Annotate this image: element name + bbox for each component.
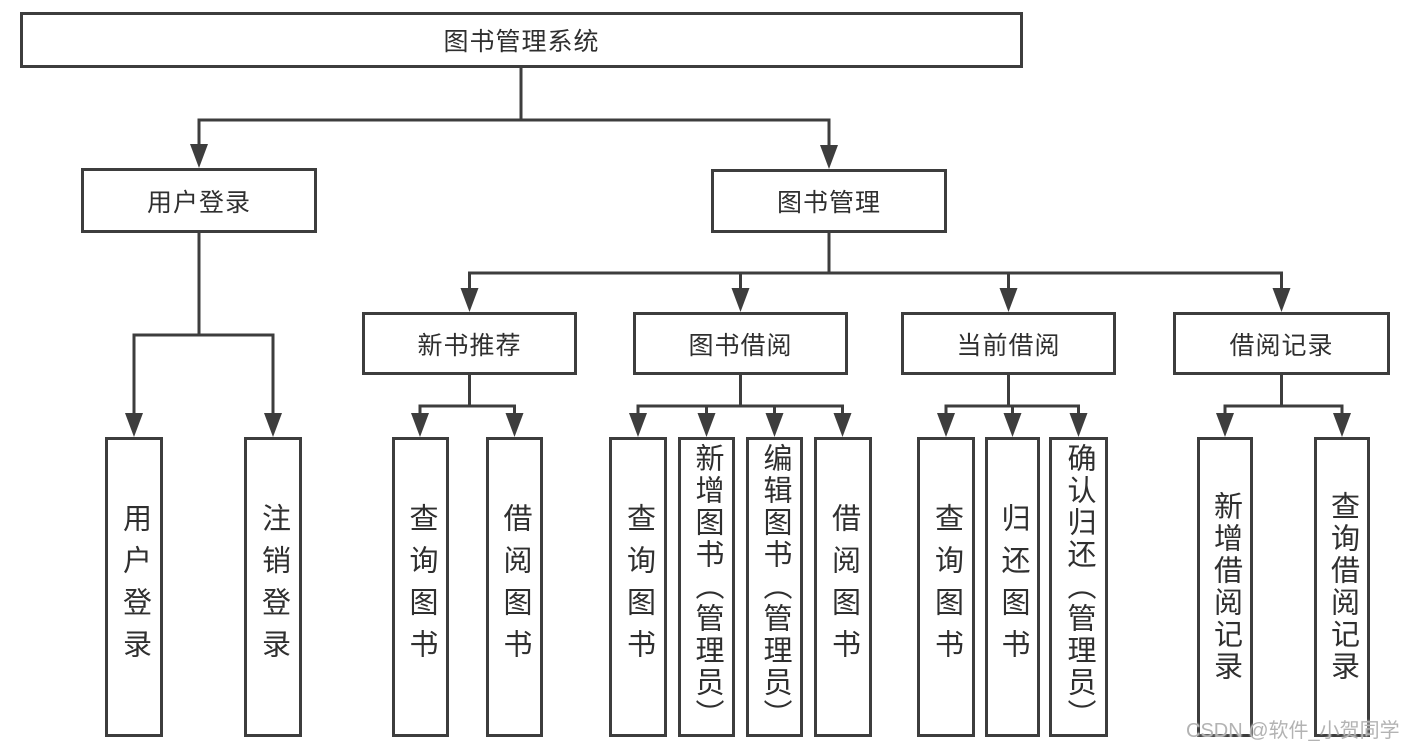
leaf-query-book-2: 查询图书: [609, 437, 667, 737]
leaf-query-book-3-label: 查询图书: [930, 503, 963, 671]
leaf-return-book: 归还图书: [985, 437, 1040, 737]
leaf-query-borrow-record-label: 查询借阅记录: [1326, 491, 1359, 683]
arrow-down-icon: [1333, 413, 1351, 437]
leaf-confirm-return-admin: 确认归还（管理员）: [1049, 437, 1108, 737]
leaf-edit-book-admin-label: 编辑图书（管理员）: [759, 443, 791, 731]
arrow-down-icon: [629, 413, 647, 437]
leaf-user-login: 用户登录: [105, 437, 163, 737]
connector-current-borrow: [937, 373, 1088, 437]
leaf-borrow-book-2-label: 借阅图书: [827, 503, 860, 671]
leaf-edit-book-admin: 编辑图书（管理员）: [746, 437, 803, 737]
leaf-query-borrow-record: 查询借阅记录: [1314, 437, 1370, 737]
arrow-down-icon: [937, 413, 955, 437]
leaf-add-book-admin-label: 新增图书（管理员）: [691, 443, 723, 731]
watermark: CSDN @软件_小贺同学: [1186, 720, 1400, 742]
leaf-query-book-1: 查询图书: [392, 437, 449, 737]
arrow-down-icon: [264, 413, 282, 437]
node-book-management-label: 图书管理: [776, 189, 881, 217]
leaf-borrow-book-2: 借阅图书: [814, 437, 872, 737]
leaf-borrow-book-1-label: 借阅图书: [499, 503, 531, 671]
leaf-logout: 注销登录: [244, 437, 302, 737]
arrow-down-icon: [1216, 413, 1234, 437]
arrow-down-icon: [820, 145, 838, 169]
arrow-down-icon: [190, 144, 208, 168]
leaf-user-login-label: 用户登录: [118, 503, 151, 671]
node-user-login: 用户登录: [81, 168, 317, 233]
node-new-book-recommend: 新书推荐: [362, 312, 577, 375]
arrow-down-icon: [1272, 288, 1291, 312]
arrow-down-icon: [833, 413, 852, 437]
leaf-query-book-3: 查询图书: [917, 437, 975, 737]
arrow-down-icon: [765, 413, 784, 437]
connector-new-book-recommend: [411, 373, 524, 437]
arrow-down-icon: [697, 413, 716, 437]
node-current-borrow: 当前借阅: [901, 312, 1116, 375]
node-new-book-recommend-label: 新书推荐: [417, 331, 522, 360]
node-book-borrow: 图书借阅: [633, 312, 848, 375]
node-book-borrow-label: 图书借阅: [688, 331, 793, 360]
arrow-down-icon: [999, 288, 1018, 312]
leaf-query-book-1-label: 查询图书: [405, 503, 437, 671]
arrow-down-icon: [1069, 413, 1088, 437]
leaf-add-book-admin: 新增图书（管理员）: [678, 437, 735, 737]
node-current-borrow-label: 当前借阅: [956, 331, 1061, 360]
node-book-management: 图书管理: [711, 169, 947, 233]
leaf-add-borrow-record: 新增借阅记录: [1197, 437, 1253, 737]
arrow-down-icon: [411, 413, 429, 437]
arrow-down-icon: [460, 288, 479, 312]
arrow-down-icon: [125, 413, 143, 437]
arrow-down-icon: [1003, 413, 1022, 437]
leaf-logout-label: 注销登录: [257, 503, 290, 671]
connector-book-management: [460, 231, 1291, 312]
leaf-return-book-label: 归还图书: [997, 503, 1029, 671]
node-root-label: 图书管理系统: [443, 28, 600, 56]
leaf-borrow-book-1: 借阅图书: [486, 437, 543, 737]
node-user-login-label: 用户登录: [146, 188, 251, 217]
arrow-down-icon: [505, 413, 524, 437]
leaf-confirm-return-admin-label: 确认归还（管理员）: [1063, 443, 1095, 731]
connector-book-borrow: [629, 373, 852, 437]
node-borrow-records-label: 借阅记录: [1229, 331, 1334, 360]
leaf-add-borrow-record-label: 新增借阅记录: [1209, 491, 1242, 683]
node-root: 图书管理系统: [20, 12, 1023, 68]
connector-user-login: [125, 231, 282, 437]
arrow-down-icon: [731, 288, 750, 312]
node-borrow-records: 借阅记录: [1173, 312, 1390, 375]
connector-root: [190, 66, 838, 169]
leaf-query-book-2-label: 查询图书: [622, 503, 655, 671]
connector-borrow-records: [1216, 373, 1351, 437]
